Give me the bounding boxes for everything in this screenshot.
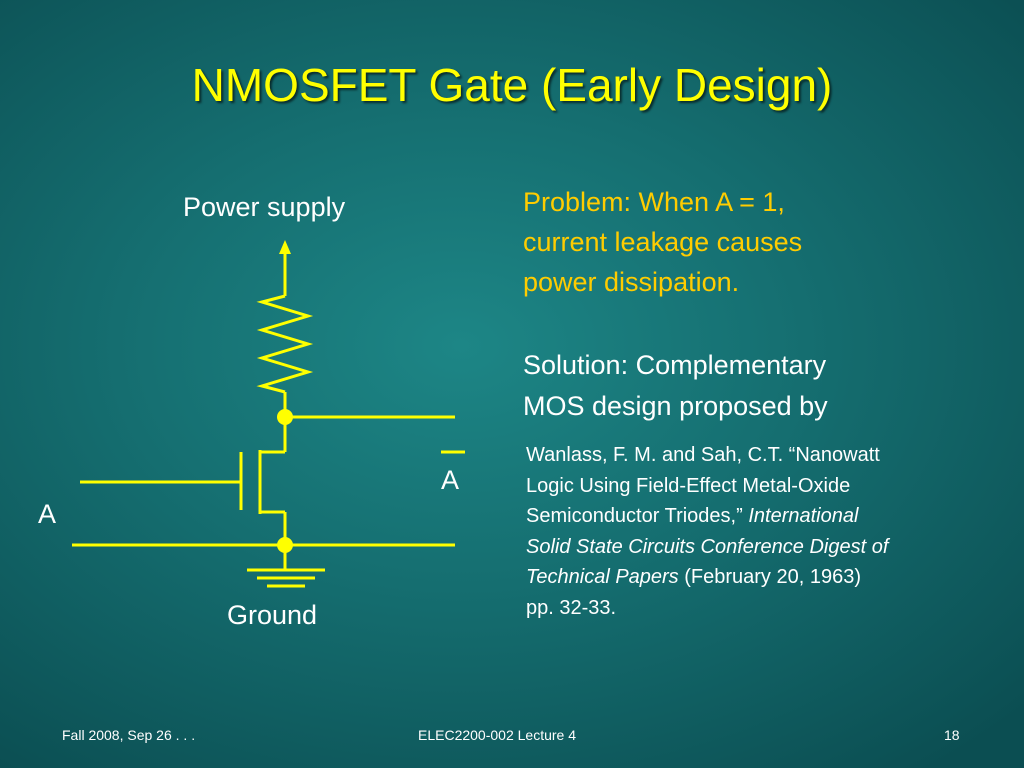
power-supply-label: Power supply	[183, 192, 346, 222]
footer-course: ELEC2200-002 Lecture 4	[418, 727, 576, 743]
problem-line: current leakage causes	[523, 227, 803, 257]
reference-line: Technical Papers (February 20, 1963)	[526, 562, 1006, 593]
slide-title: NMOSFET Gate (Early Design)	[191, 59, 833, 111]
solution-line: MOS design proposed by	[523, 391, 828, 421]
problem-line: Problem: When A = 1,	[523, 187, 785, 217]
reference-line: Semiconductor Triodes,” International	[526, 501, 1006, 532]
reference-journal-line: Solid State Circuits Conference Digest o…	[526, 535, 889, 558]
output-node-dot	[277, 409, 293, 425]
solution-line: Solution: Complementary	[523, 350, 827, 380]
problem-line: power dissipation.	[523, 267, 740, 297]
problem-text: Problem: When A = 1, current leakage cau…	[523, 182, 802, 302]
reference-authors-tail: Semiconductor Triodes,”	[526, 505, 749, 527]
solution-text: Solution: Complementary MOS design propo…	[523, 345, 828, 427]
reference-journal-end: Technical Papers	[526, 566, 679, 588]
ground-node-dot	[277, 537, 293, 553]
reference-date: (February 20, 1963)	[678, 566, 862, 588]
footer-date: Fall 2008, Sep 26 . . .	[62, 727, 196, 743]
input-a-label: A	[38, 499, 57, 529]
reference-line: Logic Using Field-Effect Metal-Oxide	[526, 474, 851, 497]
power-arrow-icon	[279, 240, 291, 254]
reference-pages: pp. 32-33.	[526, 596, 617, 619]
output-a-bar-label: A	[441, 465, 460, 495]
reference-line: Wanlass, F. M. and Sah, C.T. “Nanowatt	[526, 444, 880, 466]
reference-journal: International	[748, 505, 859, 527]
footer-page-number: 18	[944, 727, 960, 743]
reference-citation: Wanlass, F. M. and Sah, C.T. “Nanowatt L…	[526, 440, 1006, 623]
pullup-resistor	[256, 294, 314, 394]
ground-label: Ground	[227, 600, 318, 630]
